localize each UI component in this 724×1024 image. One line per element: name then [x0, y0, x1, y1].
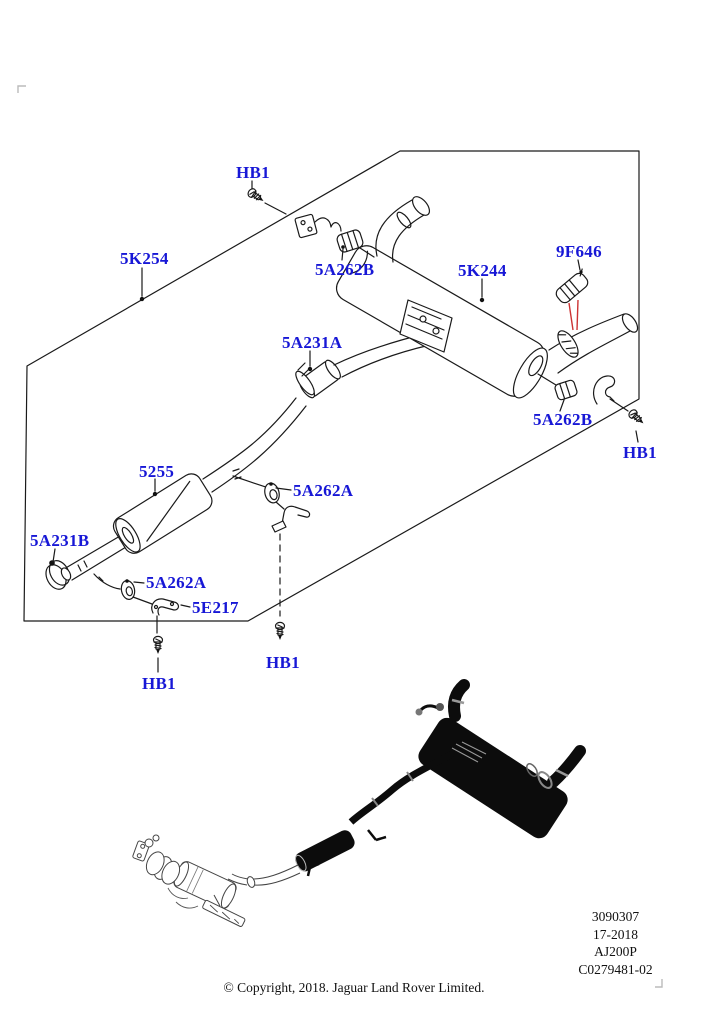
part-label-hb1-bottom-right[interactable]: HB1	[266, 653, 300, 672]
part-label-hb1-bottom-left[interactable]: HB1	[142, 674, 176, 693]
hanger-5a262a-left-drawing	[93, 573, 153, 605]
doc-date-code: 17-2018	[593, 926, 638, 942]
left-tailpipe-drawing	[375, 196, 431, 263]
part-label-5a231a[interactable]: 5A231A	[282, 333, 343, 352]
part-label-5k244[interactable]: 5K244	[458, 261, 507, 280]
part-label-9f646[interactable]: 9F646	[556, 242, 602, 261]
rear-muffler-drawing	[335, 245, 548, 399]
front-pipe-drawing	[60, 535, 127, 581]
part-label-5a262a-right[interactable]: 5A262A	[293, 481, 354, 500]
flex-clamp-5a231a-drawing	[295, 333, 431, 399]
center-resonator-drawing	[112, 397, 307, 554]
doc-ref-number: 3090307	[591, 909, 640, 924]
heat-shield-drawing	[399, 299, 453, 353]
leader-lines	[52, 180, 639, 673]
part-label-hb1-top[interactable]: HB1	[236, 163, 270, 182]
doc-platform-code: AJ200P	[594, 944, 637, 959]
rear-hanger-drawing	[537, 373, 629, 412]
right-tailpipe-drawing	[548, 313, 639, 374]
document-info-block: 3090307 17-2018 AJ200P C0279481-02	[538, 908, 693, 978]
crop-mark-top-left	[17, 85, 26, 93]
copyright-notice: © Copyright, 2018. Jaguar Land Rover Lim…	[223, 980, 485, 995]
part-label-5a262a-left[interactable]: 5A262A	[146, 573, 207, 592]
part-label-5a262b-rear[interactable]: 5A262B	[533, 410, 593, 429]
part-label-5a262b-front[interactable]: 5A262B	[315, 260, 375, 279]
view-plane-outline	[23, 150, 640, 622]
bracket-9f646-drawing	[555, 268, 589, 304]
bolt-hb1-bottom-left	[152, 635, 164, 655]
red-leader-lines	[568, 299, 579, 331]
bolt-hb1-top	[245, 186, 267, 206]
bolt-hb1-bottom-right	[274, 621, 286, 641]
bracket-5e217-drawing	[151, 598, 180, 616]
crop-mark-bottom-right	[655, 979, 663, 988]
part-label-5255[interactable]: 5255	[139, 462, 175, 481]
overview-thumbnail-drawing	[132, 679, 586, 927]
part-label-5e217[interactable]: 5E217	[192, 598, 239, 617]
part-label-5a231b[interactable]: 5A231B	[30, 531, 90, 550]
bolt-hb1-right	[626, 407, 648, 428]
part-label-hb1-right[interactable]: HB1	[623, 443, 657, 462]
doc-drawing-code: C0279481-02	[578, 961, 653, 977]
part-label-5k254[interactable]: 5K254	[120, 249, 169, 268]
